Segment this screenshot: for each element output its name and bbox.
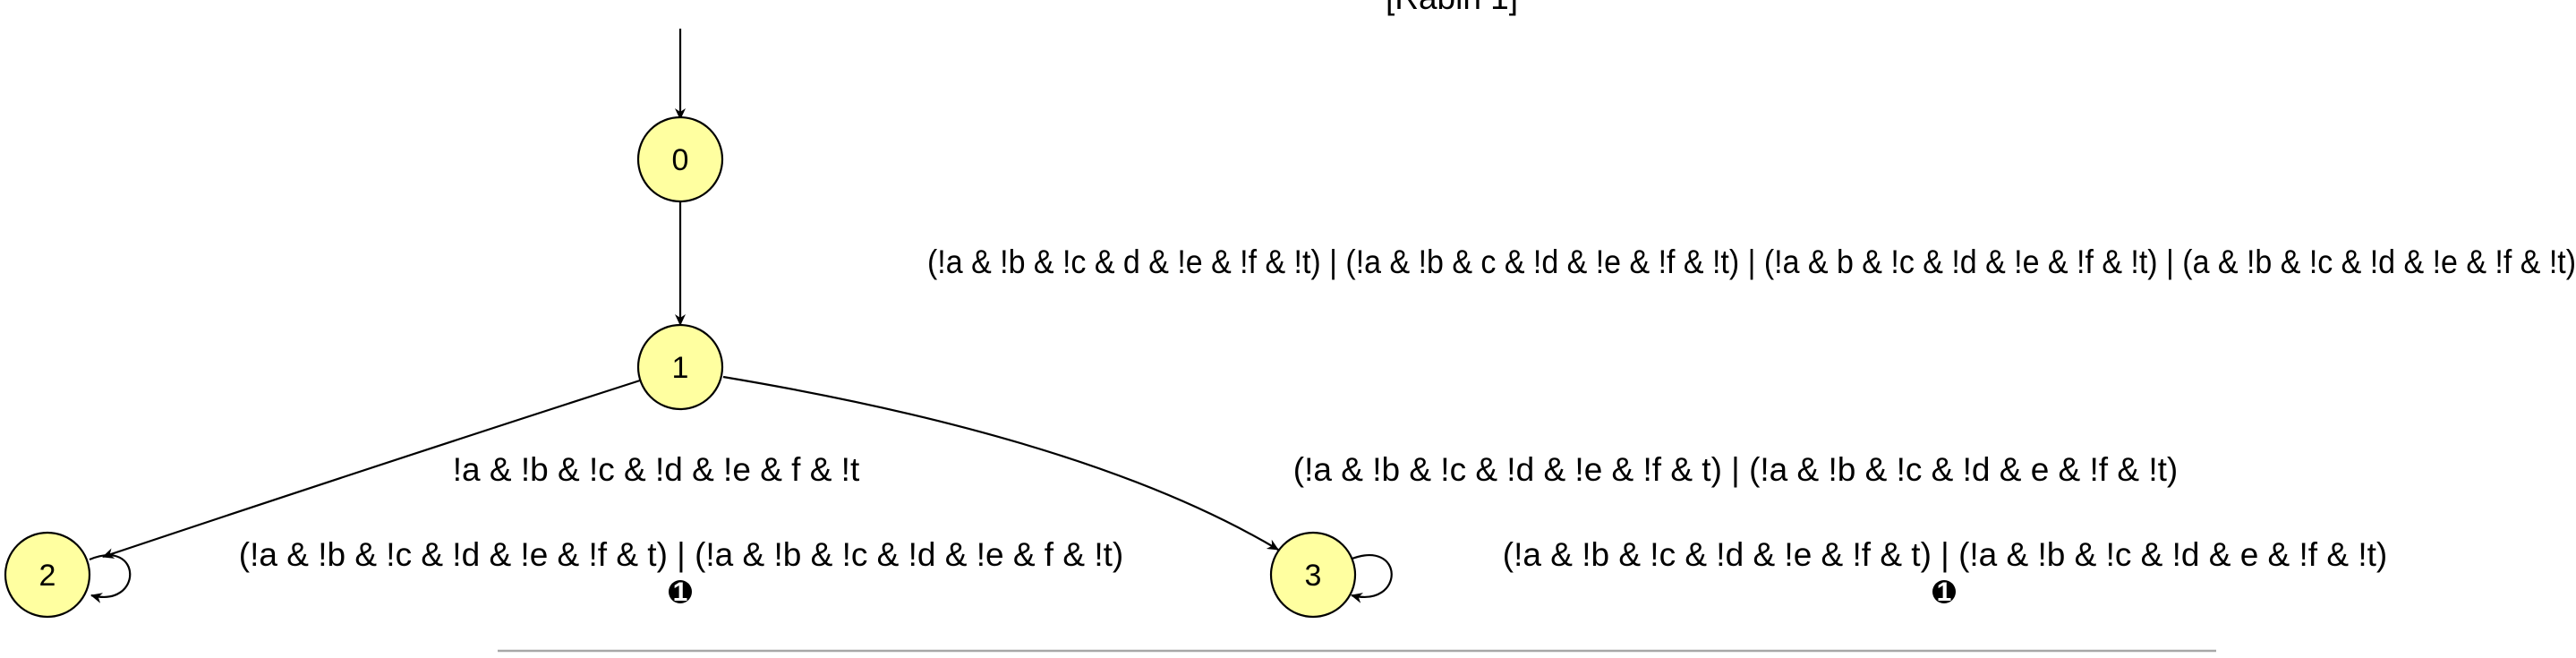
acceptance-mark-2: 1 [669, 577, 692, 607]
edge-1-2 [102, 379, 641, 559]
state-1-label: 1 [672, 351, 689, 385]
state-2-label: 2 [39, 559, 56, 593]
acceptance-mark-2-number: 1 [673, 577, 688, 607]
state-3-label: 3 [1305, 559, 1322, 593]
state-3: 3 [1269, 531, 1357, 619]
state-3-circle [1269, 531, 1357, 619]
edge-label-3-3: (!a & !b & !c & !d & !e & !f & t) | (!a … [1503, 536, 2387, 573]
state-0: 0 [636, 115, 724, 203]
acceptance-mark-3: 1 [1932, 577, 1956, 607]
edge-1-3 [722, 375, 1279, 551]
edge-label-1-3: (!a & !b & !c & !d & !e & !f & t) | (!a … [1293, 451, 2178, 488]
edge-label-2-2: (!a & !b & !c & !d & !e & !f & t) | (!a … [239, 536, 1123, 573]
state-1: 1 [636, 323, 724, 411]
state-2: 2 [4, 531, 91, 619]
state-2-circle [4, 531, 91, 619]
state-1-circle [636, 323, 724, 411]
state-0-circle [636, 115, 724, 203]
self-loop-3 [1349, 554, 1393, 603]
edge-label-0-1: (!a & !b & !c & d & !e & !f & !t) | (!a … [927, 244, 2576, 280]
automaton-title: [Rabin 1] [1386, 0, 1518, 16]
acceptance-mark-3-number: 1 [1937, 577, 1952, 607]
acceptance-mark-2-dot [669, 580, 692, 603]
state-0-label: 0 [672, 143, 689, 177]
self-loop-2 [89, 554, 132, 603]
edge-label-1-2: !a & !b & !c & !d & !e & f & !t [453, 451, 860, 488]
acceptance-mark-3-dot [1932, 580, 1956, 603]
